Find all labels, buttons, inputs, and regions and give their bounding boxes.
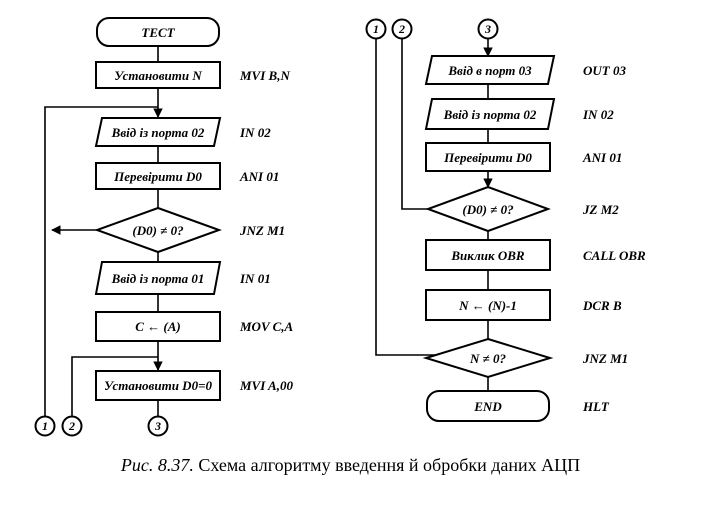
code-dcr-b: DCR B (582, 298, 622, 313)
figure-caption: Рис. 8.37. Схема алгоритму введення й об… (0, 455, 701, 476)
connector-right-2-label: 2 (398, 22, 405, 36)
set-d0-label: Установити D0=0 (104, 378, 212, 393)
check-d0-left: Перевірити D0 (95, 162, 221, 190)
connector-right-2: 2 (391, 18, 413, 40)
caption-text: Схема алгоритму введення й обробки даних… (198, 455, 581, 475)
code-ani-01-right: ANI 01 (582, 150, 622, 165)
decision-n-right-label: N ≠ 0? (469, 351, 507, 366)
code-out-03: OUT 03 (583, 63, 626, 78)
code-call-obr: CALL OBR (583, 248, 646, 263)
code-jz-m2: JZ M2 (582, 202, 619, 217)
connector-left-2-label: 2 (68, 419, 75, 433)
input-port02-right-label: Ввід із порта 02 (443, 107, 537, 122)
input-port02-left-label: Ввід із порта 02 (111, 125, 205, 140)
code-mvi-a-00: MVI A,00 (239, 378, 293, 393)
call-obr-label: Виклик OBR (450, 248, 525, 263)
connector-right-3-label: 3 (484, 22, 491, 36)
decision-d0-left: (D0) ≠ 0? (94, 206, 222, 254)
connector-left-3-label: 3 (154, 419, 161, 433)
connector-right-1-label: 1 (373, 22, 379, 36)
code-mov-c-a: MOV C,A (239, 319, 294, 334)
start-terminator: ТЕСТ (96, 17, 220, 47)
decision-d0-left-label: (D0) ≠ 0? (132, 223, 184, 238)
call-obr-block: Виклик OBR (425, 239, 551, 271)
code-in-01-left: IN 01 (239, 271, 271, 286)
input-port02-right: Ввід із порта 02 (424, 98, 556, 130)
end-label: END (473, 399, 502, 414)
connector-left-2: 2 (61, 415, 83, 437)
code-mvi-b-n: MVI B,N (239, 68, 290, 83)
input-port01-left: Ввід із порта 01 (94, 261, 222, 295)
code-in-02-left: IN 02 (239, 125, 271, 140)
code-in-02-right: IN 02 (582, 107, 614, 122)
code-jnz-m1-right: JNZ M1 (582, 351, 628, 366)
start-label: ТЕСТ (141, 25, 175, 40)
end-terminator: END (426, 390, 550, 422)
code-jnz-m1-left: JNZ M1 (239, 223, 285, 238)
dec-n-label: N ← (N)-1 (458, 298, 517, 313)
decision-d0-right-label: (D0) ≠ 0? (462, 202, 514, 217)
check-d0-right: Перевірити D0 (425, 142, 551, 172)
connector-left-3: 3 (147, 415, 169, 437)
input-port01-left-label: Ввід із порта 01 (111, 271, 205, 286)
code-hlt: HLT (582, 399, 610, 414)
output-port03-block: Ввід в порт 03 (424, 55, 556, 85)
code-ani-01-left: ANI 01 (239, 169, 279, 184)
move-ca-block: C ← (A) (95, 311, 221, 342)
check-d0-right-label: Перевірити D0 (443, 150, 532, 165)
decision-n-right: N ≠ 0? (422, 337, 554, 379)
left-connecting-lines (44, 46, 163, 416)
set-n-label: Установити N (114, 68, 202, 83)
decision-d0-right: (D0) ≠ 0? (425, 185, 551, 233)
flowchart: ТЕСТ Установити N Ввід із порта 02 Перев… (34, 17, 646, 437)
dec-n-block: N ← (N)-1 (425, 289, 551, 321)
connector-left-1: 1 (34, 415, 56, 437)
check-d0-left-label: Перевірити D0 (113, 169, 202, 184)
move-ca-label: C ← (A) (135, 319, 181, 334)
output-port03-label: Ввід в порт 03 (447, 63, 532, 78)
connector-left-1-label: 1 (42, 419, 48, 433)
connector-right-1: 1 (365, 18, 387, 40)
connector-right-3: 3 (477, 18, 499, 40)
set-d0-block: Установити D0=0 (95, 370, 221, 401)
caption-number: Рис. 8.37. (120, 455, 194, 475)
set-n-block: Установити N (95, 61, 221, 89)
input-port02-left: Ввід із порта 02 (94, 117, 222, 147)
